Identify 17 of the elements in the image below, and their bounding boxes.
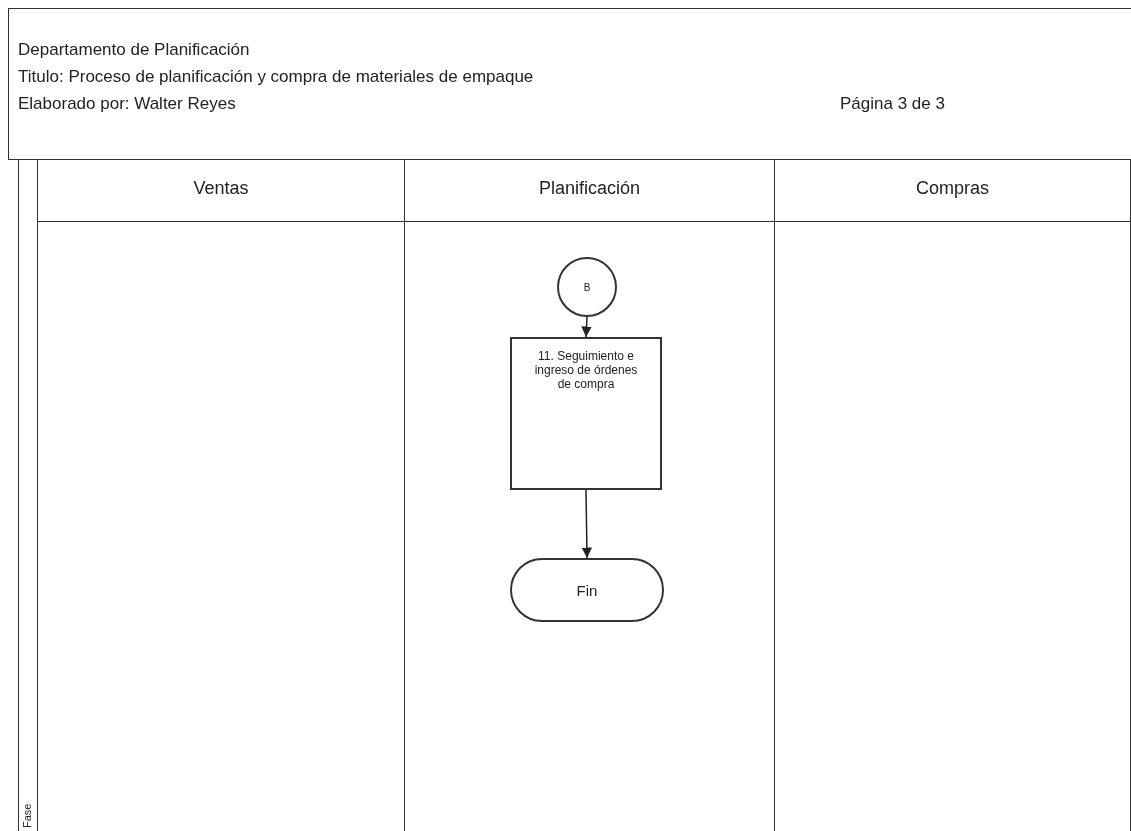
phase-label: Fase: [21, 803, 33, 828]
lane-title: Planificación: [537, 178, 642, 199]
lane-title: Compras: [915, 178, 990, 199]
lane-title: Ventas: [192, 178, 250, 199]
header-text: Elaborado por: Walter Reyes: [18, 94, 236, 114]
header-text: Titulo: Proceso de planificación y compra de materiales de empaque: [18, 67, 534, 87]
terminal-shape: Fin: [510, 558, 664, 622]
swimlane: [38, 160, 405, 831]
arrow: [581, 489, 593, 559]
page-number: Página 3 de 3: [840, 94, 945, 114]
swimlane: [775, 160, 1131, 831]
arrow: [581, 316, 592, 338]
phase-column: [18, 160, 38, 831]
header-text: Departamento de Planificación: [18, 40, 250, 60]
swimlane: [405, 160, 775, 831]
connector-circle: B: [557, 257, 617, 317]
process-box: 11. Seguimiento e ingreso de órdenes de compra: [510, 337, 662, 490]
